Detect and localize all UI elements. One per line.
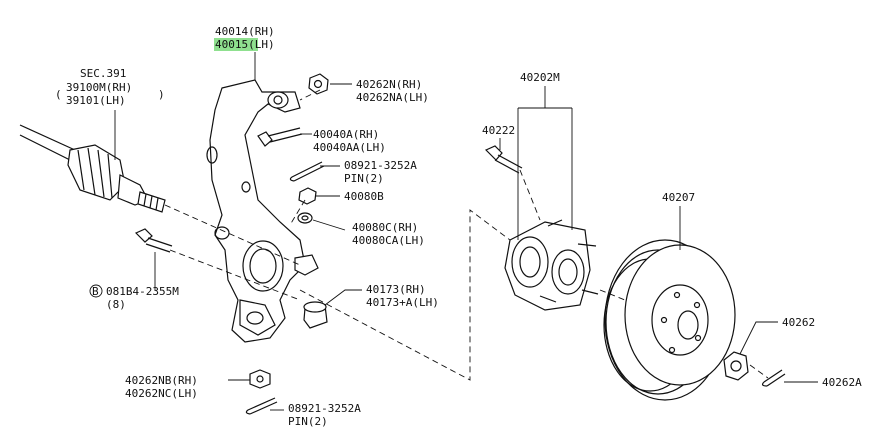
bracket-left: ( [55, 88, 62, 101]
label-39100m: 39100M(RH) [66, 81, 132, 94]
highlight-40015 [214, 38, 258, 51]
leader-lines [114, 52, 818, 411]
bushing-40173 [303, 301, 328, 329]
label-40173: 40173(RH) [366, 283, 426, 296]
bracket-right: ) [158, 88, 165, 101]
label-081b4-qty: (8) [106, 298, 126, 311]
hub-assembly [504, 219, 599, 311]
label-40040aa: 40040AA(LH) [313, 141, 386, 154]
label-sec-391: SEC.391 [80, 67, 126, 80]
hex-nut-top [308, 73, 329, 95]
label-40262na: 40262NA(LH) [356, 91, 429, 104]
cotter-pin-40262a [761, 369, 786, 387]
label-40014: 40014(RH) [215, 25, 275, 38]
label-40080ca: 40080CA(LH) [352, 234, 425, 247]
bolt-081b4 [134, 228, 173, 253]
label-39101: 39101(LH) [66, 94, 126, 107]
brake-rotor [603, 239, 736, 401]
label-081b4: 081B4-2355M [106, 285, 179, 298]
label-40202m: 40202M [520, 71, 560, 84]
hex-nut-40080b [298, 187, 317, 205]
drive-shaft [19, 124, 166, 213]
label-40262n: 40262N(RH) [356, 78, 422, 91]
label-circle-b: B [92, 285, 99, 298]
hub-nut-40262 [723, 351, 749, 381]
label-08921-bot: 08921-3252A [288, 402, 361, 415]
cotter-pin-top [289, 161, 325, 182]
hex-nut-bottom [249, 369, 271, 389]
label-40222: 40222 [482, 124, 515, 137]
label-40262nc: 40262NC(LH) [125, 387, 198, 400]
bolt-40040a [257, 127, 303, 147]
label-40015: 40015(LH) [215, 38, 275, 51]
steering-knuckle [206, 79, 319, 343]
label-pin-top: PIN(2) [344, 172, 384, 185]
washer-40080c [297, 212, 313, 224]
label-40262nb: 40262NB(RH) [125, 374, 198, 387]
label-08921-top: 08921-3252A [344, 159, 417, 172]
label-40207: 40207 [662, 191, 695, 204]
circle-b-marker [89, 284, 103, 298]
label-40040a: 40040A(RH) [313, 128, 379, 141]
label-40080c: 40080C(RH) [352, 221, 418, 234]
label-40080b: 40080B [344, 190, 384, 203]
label-pin-bot: PIN(2) [288, 415, 328, 428]
hub-bolt-40222 [484, 145, 523, 174]
cotter-pin-bottom [245, 397, 278, 415]
label-40262a: 40262A [822, 376, 862, 389]
label-40173a: 40173+A(LH) [366, 296, 439, 309]
label-40262: 40262 [782, 316, 815, 329]
